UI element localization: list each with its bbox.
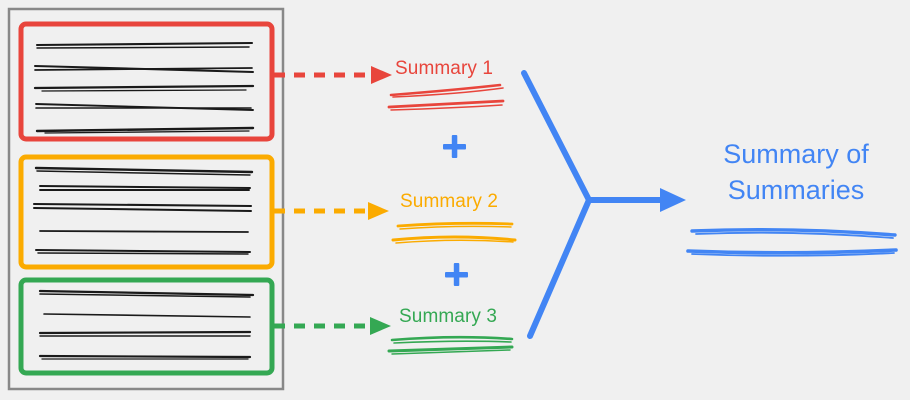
doc-group-orange-box[interactable] xyxy=(18,154,275,270)
summary-1-label[interactable]: Summary 1 xyxy=(395,58,494,79)
doc-group-green-text-lines xyxy=(38,289,255,360)
arrow-doc-green-to-summary-3 xyxy=(274,317,391,335)
merge-arrow xyxy=(521,70,669,339)
summary-of-summaries-line-1: Summary of xyxy=(723,139,869,169)
summary-1-underline xyxy=(387,83,505,111)
doc-group-red-text-lines xyxy=(33,41,255,134)
summary-2-underline xyxy=(391,221,517,244)
doc-group-green-box[interactable] xyxy=(18,277,275,376)
plus-operator-1 xyxy=(443,135,466,158)
summary-of-summaries-label[interactable]: Summary of Summaries xyxy=(690,136,902,208)
doc-group-orange-text-lines xyxy=(32,166,254,255)
summary-2-label[interactable]: Summary 2 xyxy=(400,191,499,212)
summary-of-summaries-line-2: Summaries xyxy=(727,175,865,205)
summary-of-summaries-underline xyxy=(686,227,898,257)
merge-arrowhead xyxy=(660,188,686,212)
doc-group-red-box[interactable] xyxy=(18,21,275,142)
summary-3-underline xyxy=(387,335,514,355)
summary-3-label[interactable]: Summary 3 xyxy=(399,306,498,327)
arrow-doc-red-to-summary-1 xyxy=(274,66,392,84)
plus-operator-2 xyxy=(445,263,468,286)
document-collection-container xyxy=(7,7,285,391)
arrow-doc-orange-to-summary-2 xyxy=(274,202,389,220)
